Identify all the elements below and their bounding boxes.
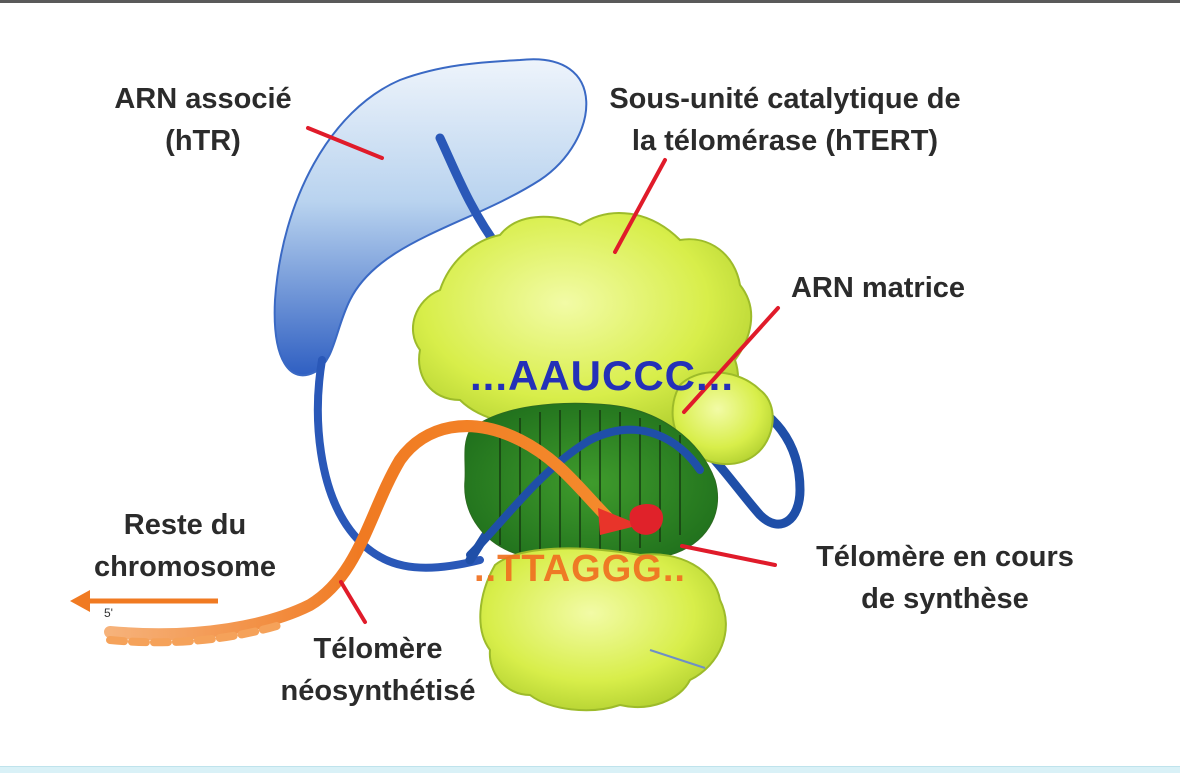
label-reste-du-chromosome: Reste du chromosome xyxy=(70,504,300,588)
label-reste-line1: Reste du xyxy=(123,509,247,541)
label-sous-unite-line2: la télomérase (hTERT) xyxy=(631,125,939,157)
label-telomere-synthese-line2: de synthèse xyxy=(861,583,1029,615)
template-sequence: ...AAUCCC... xyxy=(470,352,734,399)
leader-htr xyxy=(306,126,384,160)
htr-rna-blob xyxy=(273,58,588,377)
synthesized-sequence: ..TTAGGG.. xyxy=(474,548,686,590)
chromosome-direction-arrow xyxy=(70,590,218,612)
leader-htert xyxy=(613,158,667,254)
label-arn-associe-line1: ARN associé xyxy=(114,83,292,115)
label-telomere-neo-line1: Télomère xyxy=(313,633,443,665)
leader-synthesis xyxy=(680,544,777,567)
dna-orange-strand xyxy=(104,420,616,641)
label-telomere-neosynthetise: Télomère néosynthétisé xyxy=(258,628,498,712)
label-arn-matrice: ARN matrice xyxy=(790,272,966,304)
synthesis-red-blob xyxy=(629,504,664,535)
leader-neo xyxy=(339,580,367,624)
bottom-border xyxy=(0,766,1180,773)
label-five-prime: 5' xyxy=(104,606,113,620)
htert-lower-lobe xyxy=(479,547,727,712)
label-arn-associe: ARN associé (hTR) xyxy=(108,78,298,162)
label-telomere-synthese-line1: Télomère en cours xyxy=(816,541,1074,573)
dna-orange-dashed-tail xyxy=(106,621,284,647)
dna-blue-front xyxy=(466,425,704,559)
synthesis-arrowhead xyxy=(598,508,640,535)
label-reste-line2: chromosome xyxy=(93,551,277,583)
leader-lines xyxy=(306,126,780,624)
label-telomere-en-cours: Télomère en cours de synthèse xyxy=(790,536,1100,620)
rna-loop xyxy=(313,356,484,572)
label-telomere-neo-line2: néosynthétisé xyxy=(280,675,476,707)
label-arn-associe-line2: (hTR) xyxy=(165,125,241,157)
leader-matrix xyxy=(682,306,780,414)
label-sous-unite-line1: Sous-unité catalytique de xyxy=(609,83,961,115)
label-sous-unite-catalytique: Sous-unité catalytique de la télomérase … xyxy=(560,78,1010,162)
top-border xyxy=(0,0,1180,3)
lower-lobe-strand xyxy=(649,649,706,669)
